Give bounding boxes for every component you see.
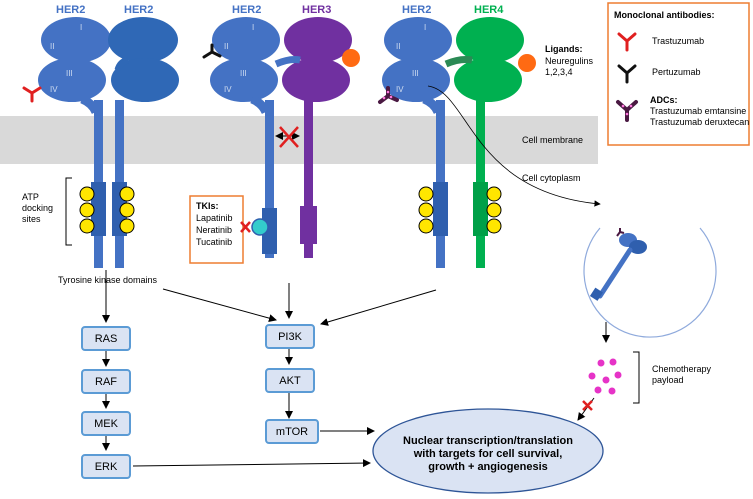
mtor-box: mTOR: [265, 419, 319, 444]
adc-legend-icon: [616, 100, 638, 122]
tki-inhibit-x-icon: [240, 221, 251, 233]
receptor-label-her3: HER3: [302, 4, 331, 16]
trastuzumab-legend-icon: [617, 32, 637, 52]
legend-pertuzumab: Pertuzumab: [652, 67, 701, 77]
nucleus-text: with targets for cell survival,: [413, 448, 563, 460]
internalization-arrow: [427, 85, 601, 207]
cell-cytoplasm-label: Cell cytoplasm: [522, 173, 581, 183]
atp-label: docking: [22, 203, 53, 213]
domain-label: II: [224, 42, 228, 51]
domain-label: I: [424, 23, 426, 32]
her2-her3-dimer: I II III IV: [210, 17, 360, 258]
domain-label: I: [252, 23, 254, 32]
nucleus-text: Nuclear transcription/translation: [403, 435, 573, 447]
pertuzumab-legend-icon: [617, 64, 637, 84]
ras-box: RAS: [81, 326, 131, 351]
receptor-label-her2: HER2: [56, 4, 85, 16]
erk-box: ERK: [81, 454, 131, 479]
her2-her4-dimer: I II III IV: [382, 17, 536, 268]
legend-adc: Trastuzumab deruxtecan: [650, 117, 749, 127]
domain-label: IV: [396, 85, 404, 94]
pi3k-label: PI3K: [278, 331, 303, 343]
raf-label: RAF: [95, 376, 117, 388]
legend-adc: Trastuzumab emtansine: [650, 106, 746, 116]
receptor-label-her4: HER4: [474, 4, 504, 16]
nucleus: Nuclear transcription/translation with t…: [372, 408, 604, 494]
trastuzumab-antibody-icon: [22, 86, 42, 103]
cell-membrane: [0, 116, 598, 164]
endosome: [583, 227, 717, 338]
receptor-label-her2: HER2: [124, 4, 153, 16]
legend-title: Monoclonal antibodies:: [614, 10, 715, 20]
antibody-legend: Monoclonal antibodies: Trastuzumab Pertu…: [607, 2, 750, 146]
mek-label: MEK: [94, 418, 119, 430]
raf-box: RAF: [81, 369, 131, 394]
cell-membrane-label: Cell membrane: [522, 135, 583, 145]
her2-her2-dimer: I II III IV: [38, 17, 179, 268]
chemo-bracket: [633, 351, 640, 404]
tki-drug: Neratinib: [196, 225, 232, 235]
atp-label: ATP: [22, 192, 39, 202]
atp-bracket: [65, 177, 72, 246]
adc-antibody-icon: [378, 86, 399, 104]
akt-label: AKT: [279, 375, 301, 387]
chemo-label: payload: [652, 375, 684, 385]
domain-label: III: [412, 69, 419, 78]
legend-trastuzumab: Trastuzumab: [652, 36, 704, 46]
domain-label: IV: [224, 85, 232, 94]
chemo-block-x-icon: [582, 400, 593, 411]
domain-label: III: [66, 69, 73, 78]
domain-label: II: [396, 42, 400, 51]
tki-box: [189, 195, 244, 264]
receptor-label-her2: HER2: [402, 4, 431, 16]
domain-label: IV: [50, 85, 58, 94]
tki-title: TKIs:: [196, 201, 219, 211]
domain-label: III: [240, 69, 247, 78]
receptor-label-her2: HER2: [232, 4, 261, 16]
atp-label: sites: [22, 214, 41, 224]
mtor-label: mTOR: [276, 426, 308, 438]
domain-label: I: [80, 23, 82, 32]
ras-label: RAS: [95, 333, 118, 345]
domain-label: II: [50, 42, 54, 51]
tki-drug: Lapatinib: [196, 213, 233, 223]
legend-adc-title: ADCs:: [650, 95, 678, 105]
chemo-label: Chemotherapy: [652, 364, 712, 374]
pertuzumab-antibody-icon: [202, 43, 222, 59]
pi3k-box: PI3K: [265, 324, 315, 349]
mek-box: MEK: [81, 411, 131, 436]
akt-box: AKT: [265, 368, 315, 393]
tki-drug: Tucatinib: [196, 237, 232, 247]
chemotherapy-payload: [588, 358, 622, 395]
nucleus-text: growth + angiogenesis: [428, 461, 548, 473]
ligands-title: Ligands:: [545, 44, 583, 54]
dimerization-block-icon: [275, 126, 300, 148]
erk-label: ERK: [95, 461, 118, 473]
ligands-text: Neuregulins: [545, 56, 594, 66]
ligands-text: 1,2,3,4: [545, 67, 573, 77]
tyrosine-kinase-label: Tyrosine kinase domains: [58, 275, 158, 285]
